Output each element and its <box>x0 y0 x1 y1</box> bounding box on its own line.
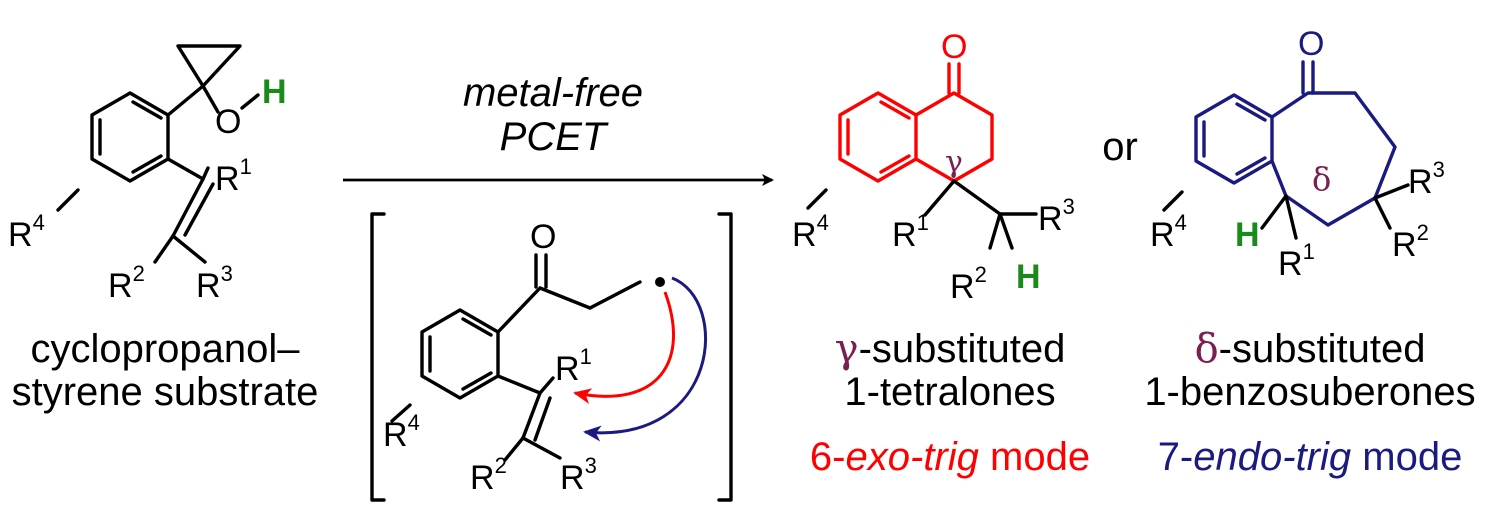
intermediate-r4-label: R4 <box>383 410 420 454</box>
tetralone-labels: O γ R1 R3 R4 R2 H <box>792 28 1075 306</box>
benzosuberone-labels: O δ R3 R4 H R2 R1 <box>1150 25 1445 283</box>
intermediate-structure <box>390 253 665 462</box>
benzosuberone-oxygen-label: O <box>1298 25 1324 63</box>
tetralone-r4-label: R4 <box>792 210 829 254</box>
r3-label: R3 <box>196 261 233 305</box>
tetralone-structure <box>806 62 1038 250</box>
hydrogen-label: H <box>262 73 287 111</box>
substrate-structure <box>56 44 260 264</box>
endo-cyclization-arrow <box>583 276 708 442</box>
tetralone-mode-label: 6-exo-trig mode <box>810 435 1090 479</box>
benzosuberone-r4-label: R4 <box>1150 210 1187 254</box>
tetralone-hydrogen-label: H <box>1016 258 1041 296</box>
or-label: or <box>1102 125 1138 169</box>
r1-label: R1 <box>215 154 252 198</box>
benzosuberone-r3-label: R3 <box>1408 157 1445 201</box>
intermediate-r3-label: R3 <box>560 453 597 497</box>
r2-label: R2 <box>108 261 145 305</box>
benzosuberone-caption-line2: 1-benzosuberones <box>1144 370 1475 414</box>
intermediate-r2-label: R2 <box>470 453 507 497</box>
substrate-caption-line2: styrene substrate <box>12 370 319 414</box>
arrow-condition-line2: PCET <box>500 115 609 159</box>
radical-dot <box>655 277 665 287</box>
benzosuberone-structure <box>1162 60 1410 240</box>
tetralone-caption-line2: 1-tetralones <box>844 370 1055 414</box>
tetralone-oxygen-label: O <box>941 28 967 66</box>
oxygen-label: O <box>215 103 241 141</box>
tetralone-caption-line1: γ-substituted <box>835 326 1066 372</box>
substrate-labels: O H R1 R4 R2 R3 <box>8 73 287 305</box>
tetralone-r2-label: R2 <box>950 262 987 306</box>
tetralone-r1-label: R1 <box>892 210 929 254</box>
intermediate-brackets <box>370 212 733 502</box>
benzosuberone-caption-line1: δ-substituted <box>1195 326 1426 372</box>
benzosuberone-hydrogen-label: H <box>1235 216 1260 254</box>
benzosuberone-r1-label: R1 <box>1278 239 1315 283</box>
intermediate-oxygen-label: O <box>530 218 556 256</box>
intermediate-r1-label: R1 <box>555 344 592 388</box>
benzosuberone-mode-label: 7-endo-trig mode <box>1158 435 1463 479</box>
intermediate-labels: O R1 R4 R2 R3 <box>383 218 597 497</box>
exo-cyclization-arrow <box>573 291 675 404</box>
tetralone-r3-label: R3 <box>1038 194 1075 238</box>
benzosuberone-r2-label: R2 <box>1392 220 1429 264</box>
r4-label: R4 <box>8 210 45 254</box>
arrow-condition-line1: metal-free <box>463 71 643 115</box>
substrate-caption-line1: cyclopropanol– <box>30 327 300 371</box>
benzosuberone-delta-label: δ <box>1312 160 1331 198</box>
tetralone-gamma-label: γ <box>945 145 963 180</box>
